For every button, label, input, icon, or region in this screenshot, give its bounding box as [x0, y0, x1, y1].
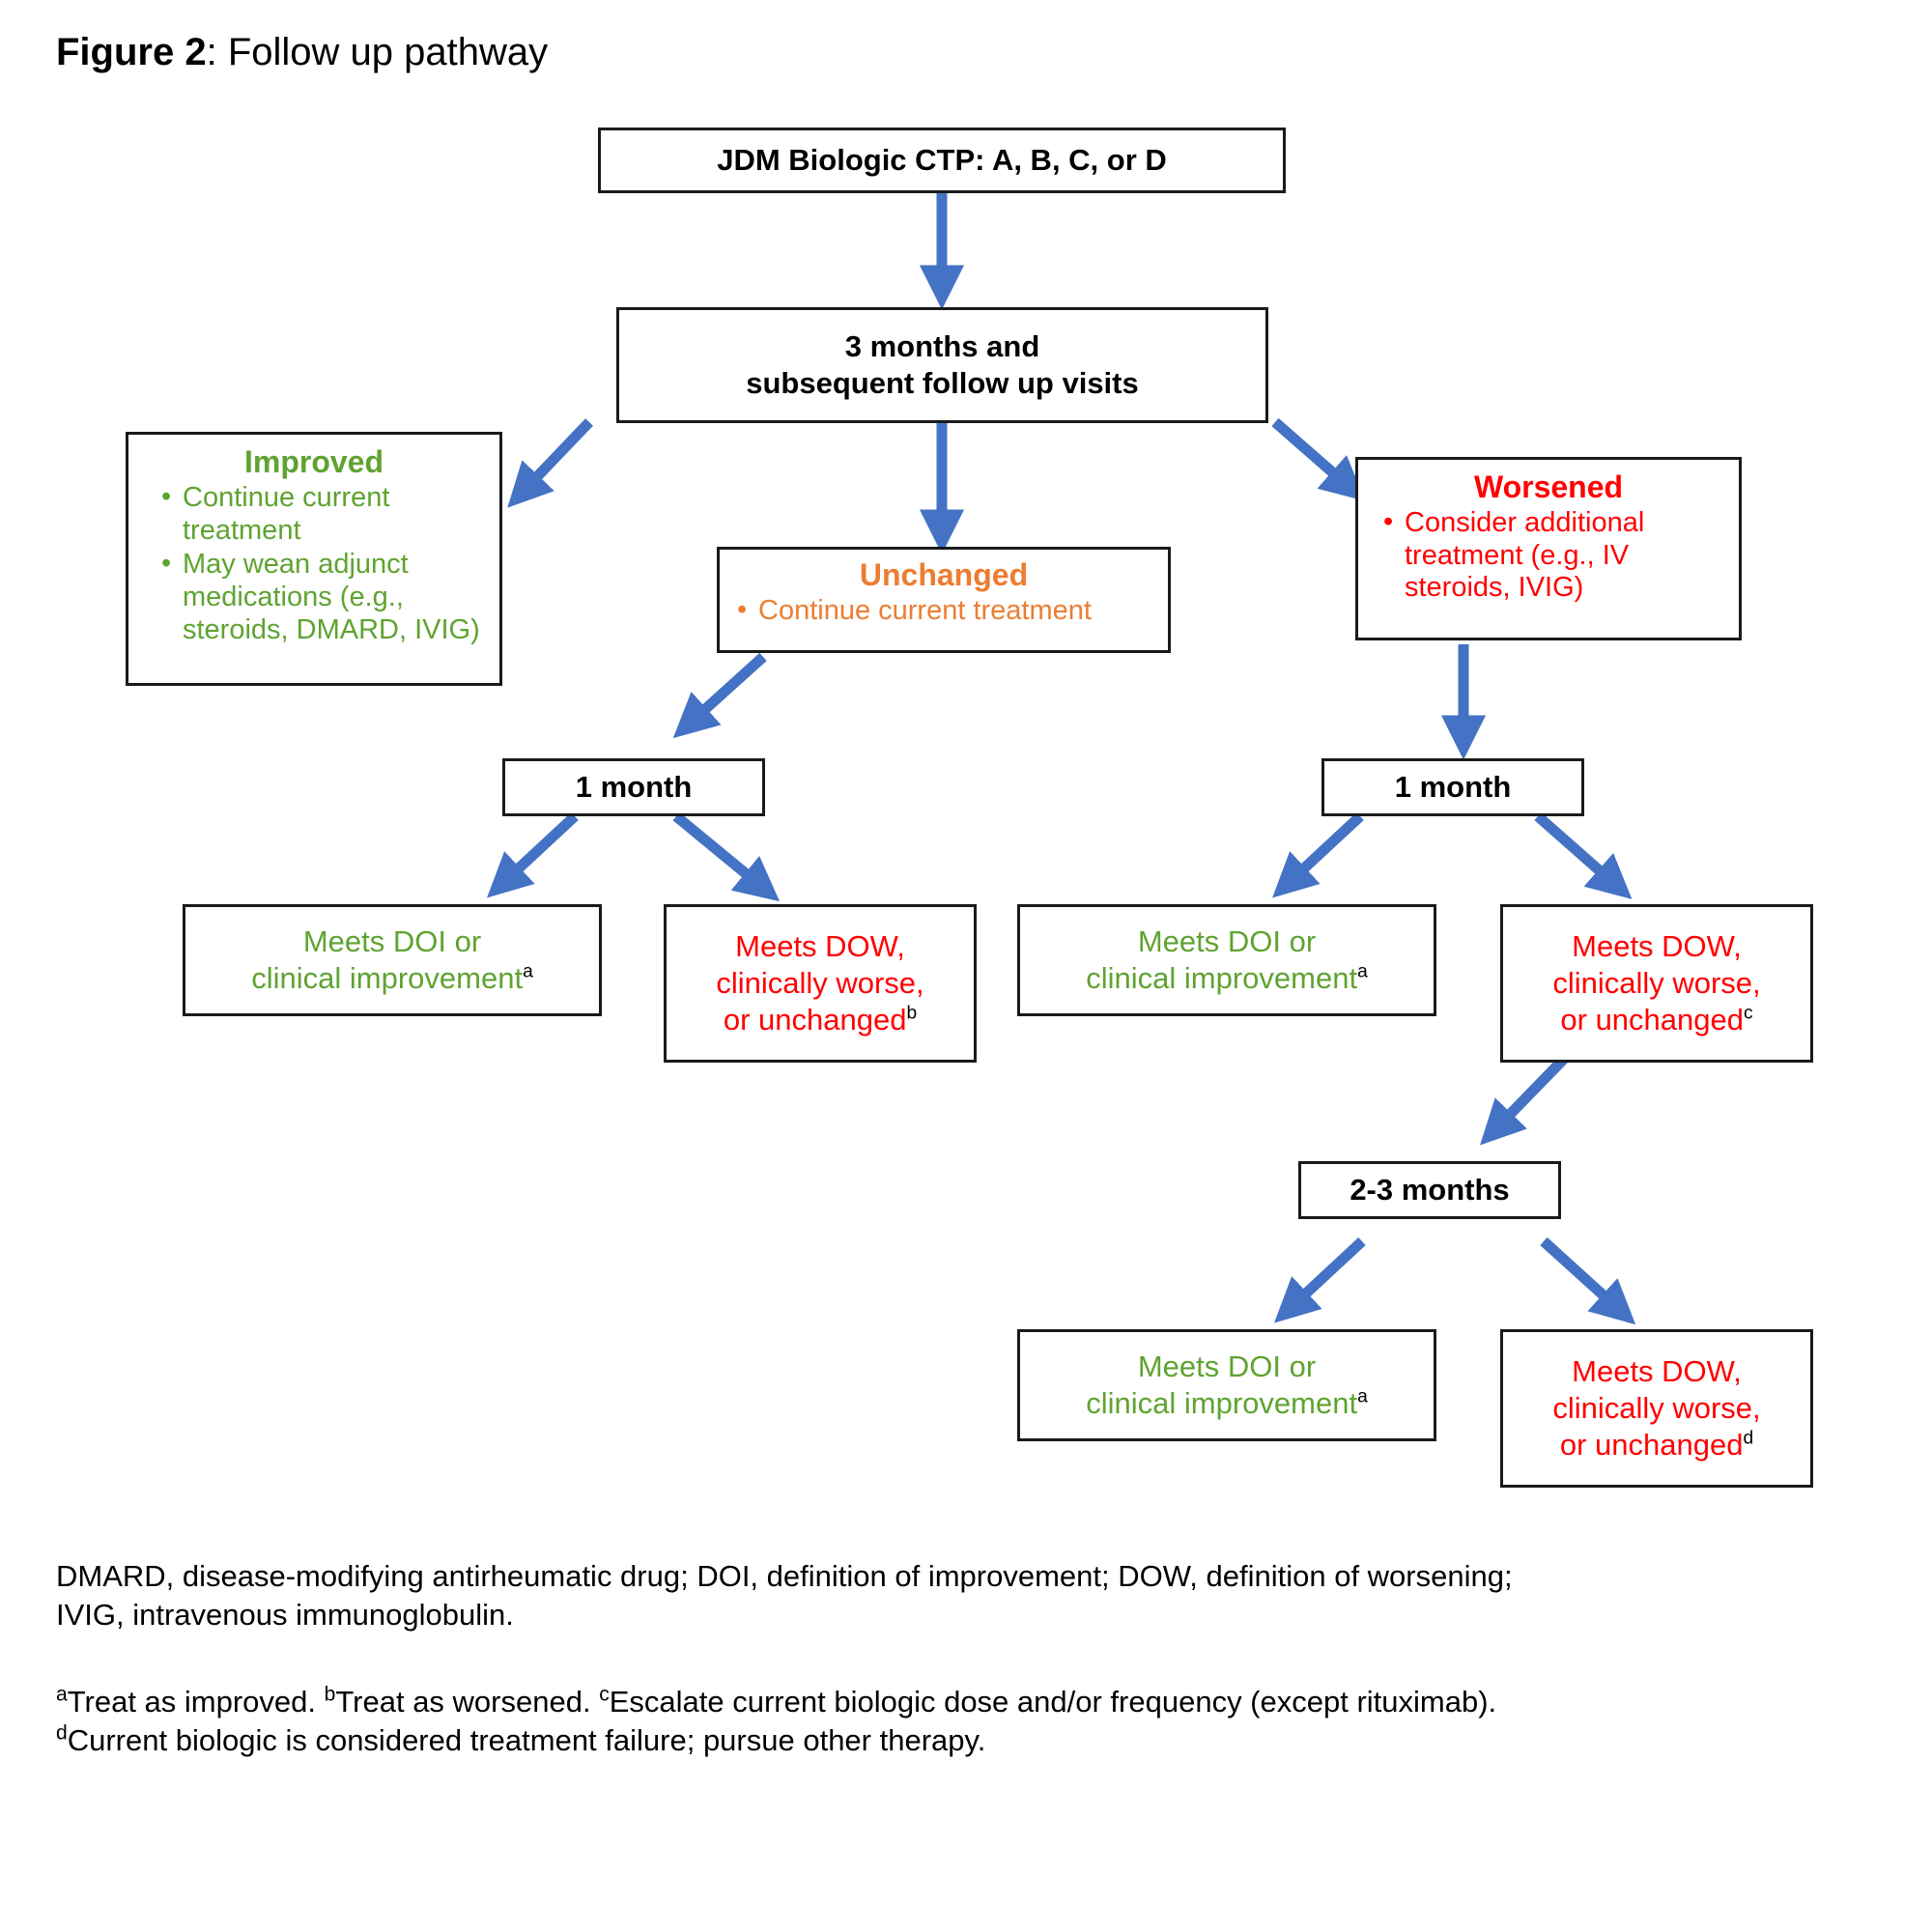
node-doi-left-line2: clinical improvementa [251, 961, 533, 995]
footnote-markers-line2: dCurrent biologic is considered treatmen… [56, 1721, 1891, 1760]
node-dow-bottom-line3: or unchangedd [1559, 1427, 1754, 1462]
arrow-one-month-right-to-doi [1272, 811, 1364, 898]
node-dow-left-line2: clinically worse, [716, 966, 924, 1001]
arrow-followup-to-improved [507, 418, 593, 508]
node-doi-left: Meets DOI or clinical improvementa [183, 904, 602, 1016]
arrow-followup-to-worsened [1271, 417, 1366, 501]
node-one-month-left: 1 month [502, 758, 765, 816]
node-two-three-months: 2-3 months [1298, 1161, 1561, 1219]
node-improved-heading: Improved [243, 444, 384, 479]
arrow-two-three-months-to-dow [1540, 1236, 1636, 1325]
node-dow-right-line2: clinically worse, [1552, 966, 1761, 1001]
node-followup-line2: subsequent follow up visits [746, 366, 1139, 400]
node-doi-left-marker: a [523, 961, 533, 982]
node-doi-bottom-line2: clinical improvementa [1086, 1386, 1368, 1420]
node-doi-bottom-line1: Meets DOI or [1137, 1350, 1317, 1384]
figure-title-text: Follow up pathway [227, 31, 549, 73]
footnote-abbreviations-line2: IVIG, intravenous immunoglobulin. [56, 1598, 514, 1633]
node-doi-right-line2: clinical improvementa [1086, 961, 1368, 995]
footnote-abbreviations-line1: DMARD, disease-modifying antirheumatic d… [56, 1559, 1513, 1593]
node-start-label: JDM Biologic CTP: A, B, C, or D [717, 143, 1167, 178]
node-unchanged: Unchanged Continue current treatment [717, 547, 1171, 653]
node-worsened-bullets: Consider additional treatment (e.g., IV … [1358, 505, 1739, 607]
footnote-note-d: Current biologic is considered treatment… [67, 1723, 986, 1758]
footnote-markers: aTreat as improved. bTreat as worsened. … [56, 1683, 1891, 1761]
footnote-marker-a: a [56, 1683, 68, 1706]
node-unchanged-bullet-0: Continue current treatment [737, 594, 1168, 628]
node-improved-bullet-0: Continue current treatment [161, 481, 499, 547]
node-one-month-right: 1 month [1321, 758, 1584, 816]
footnote-marker-b: b [324, 1683, 336, 1706]
node-unchanged-bullets: Continue current treatment [720, 593, 1168, 630]
node-dow-right-marker: c [1744, 1003, 1753, 1024]
node-doi-right-line1: Meets DOI or [1137, 924, 1317, 959]
node-improved-bullets: Continue current treatment May wean adju… [128, 480, 499, 648]
node-dow-left-line3: or unchangedb [723, 1002, 918, 1037]
node-dow-right-line1: Meets DOW, [1572, 929, 1742, 964]
node-two-three-months-label: 2-3 months [1350, 1173, 1510, 1208]
figure-separator: : [206, 31, 228, 73]
node-dow-left: Meets DOW, clinically worse, or unchange… [664, 904, 977, 1063]
node-doi-right: Meets DOI or clinical improvementa [1017, 904, 1436, 1016]
footnote-note-b: Treat as worsened. [335, 1685, 600, 1719]
node-followup: 3 months and subsequent follow up visits [616, 307, 1268, 423]
node-dow-left-marker: b [906, 1003, 918, 1024]
node-worsened-bullet-0: Consider additional treatment (e.g., IV … [1383, 506, 1739, 605]
node-improved: Improved Continue current treatment May … [126, 432, 502, 686]
node-one-month-left-label: 1 month [575, 770, 693, 805]
figure-label: Figure 2 [56, 31, 207, 73]
page-title: Figure 2: Follow up pathway [56, 31, 548, 74]
arrow-one-month-left-to-dow [672, 811, 781, 902]
footnote-note-c: Escalate current biologic dose and/or fr… [609, 1685, 1497, 1719]
node-dow-bottom-line2: clinically worse, [1552, 1391, 1761, 1426]
node-one-month-right-label: 1 month [1394, 770, 1512, 805]
node-doi-right-marker: a [1357, 961, 1368, 982]
arrow-one-month-left-to-doi [487, 811, 579, 898]
node-doi-bottom: Meets DOI or clinical improvementa [1017, 1329, 1436, 1441]
arrow-one-month-right-to-dow [1534, 811, 1633, 899]
arrow-dow-right-to-two-three-months [1480, 1054, 1569, 1146]
footnote-marker-c: c [599, 1683, 610, 1706]
footnote-abbreviations: DMARD, disease-modifying antirheumatic d… [56, 1557, 1891, 1635]
node-dow-bottom-marker: d [1743, 1428, 1754, 1449]
footnote-marker-d: d [56, 1721, 68, 1745]
footnote-note-a: Treat as improved. [67, 1685, 325, 1719]
node-doi-bottom-marker: a [1357, 1386, 1368, 1407]
arrow-two-three-months-to-doi [1274, 1236, 1366, 1323]
node-dow-bottom-line1: Meets DOW, [1572, 1354, 1742, 1389]
node-unchanged-heading: Unchanged [859, 557, 1029, 592]
node-doi-left-line1: Meets DOI or [302, 924, 482, 959]
node-dow-left-line1: Meets DOW, [735, 929, 905, 964]
node-dow-right: Meets DOW, clinically worse, or unchange… [1500, 904, 1813, 1063]
node-start: JDM Biologic CTP: A, B, C, or D [598, 128, 1286, 193]
arrow-unchanged-to-one-month [672, 652, 767, 739]
node-worsened-heading: Worsened [1473, 469, 1624, 504]
node-followup-line1: 3 months and [844, 329, 1040, 364]
node-worsened: Worsened Consider additional treatment (… [1355, 457, 1742, 640]
node-dow-bottom: Meets DOW, clinically worse, or unchange… [1500, 1329, 1813, 1488]
node-dow-right-line3: or unchangedc [1560, 1002, 1753, 1037]
footnote-markers-line1: aTreat as improved. bTreat as worsened. … [56, 1683, 1891, 1721]
node-improved-bullet-1: May wean adjunct medications (e.g., ster… [161, 548, 499, 646]
